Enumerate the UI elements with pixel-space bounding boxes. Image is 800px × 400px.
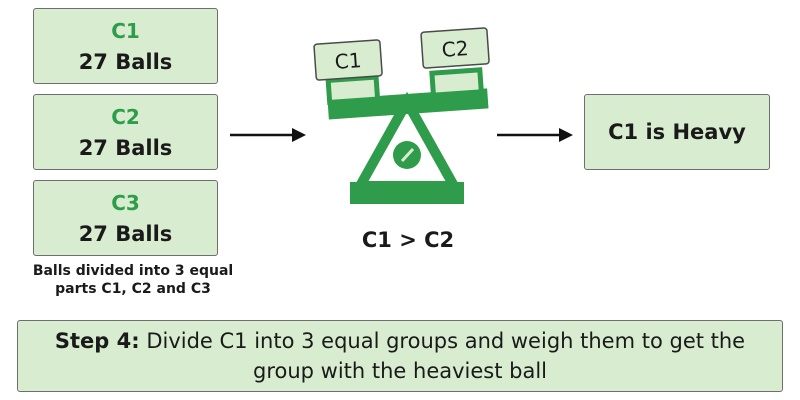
- groups-caption: Balls divided into 3 equal parts C1, C2 …: [10, 262, 256, 298]
- scale-pan-left: C1: [313, 39, 383, 81]
- group-box-c1: C1 27 Balls: [33, 8, 218, 84]
- group-name: C3: [111, 191, 140, 215]
- group-name: C2: [111, 105, 140, 129]
- step-label: Step 4:: [54, 329, 140, 353]
- arrow-right-icon: [497, 128, 573, 142]
- left-pan-label: C1: [334, 48, 362, 74]
- right-pan-label: C2: [441, 36, 469, 62]
- result-text: C1 is Heavy: [608, 120, 746, 144]
- arrow-right-icon: [230, 128, 306, 142]
- group-count: 27 Balls: [78, 136, 173, 160]
- result-box: C1 is Heavy: [584, 94, 770, 170]
- step-text: Divide C1 into 3 equal groups and weigh …: [146, 329, 746, 383]
- group-count: 27 Balls: [78, 50, 173, 74]
- step-box: Step 4: Divide C1 into 3 equal groups an…: [17, 320, 783, 392]
- scale-pan-right: C2: [420, 27, 490, 69]
- caption-line-2: parts C1, C2 and C3: [55, 281, 211, 297]
- group-count: 27 Balls: [78, 222, 173, 246]
- step-description: Step 4: Divide C1 into 3 equal groups an…: [30, 326, 770, 386]
- group-box-c2: C2 27 Balls: [33, 94, 218, 170]
- group-box-c3: C3 27 Balls: [33, 180, 218, 256]
- balance-scale-icon: [325, 67, 489, 204]
- caption-line-1: Balls divided into 3 equal: [32, 263, 234, 279]
- group-name: C1: [111, 19, 140, 43]
- comparison-label: C1 > C2: [361, 228, 455, 252]
